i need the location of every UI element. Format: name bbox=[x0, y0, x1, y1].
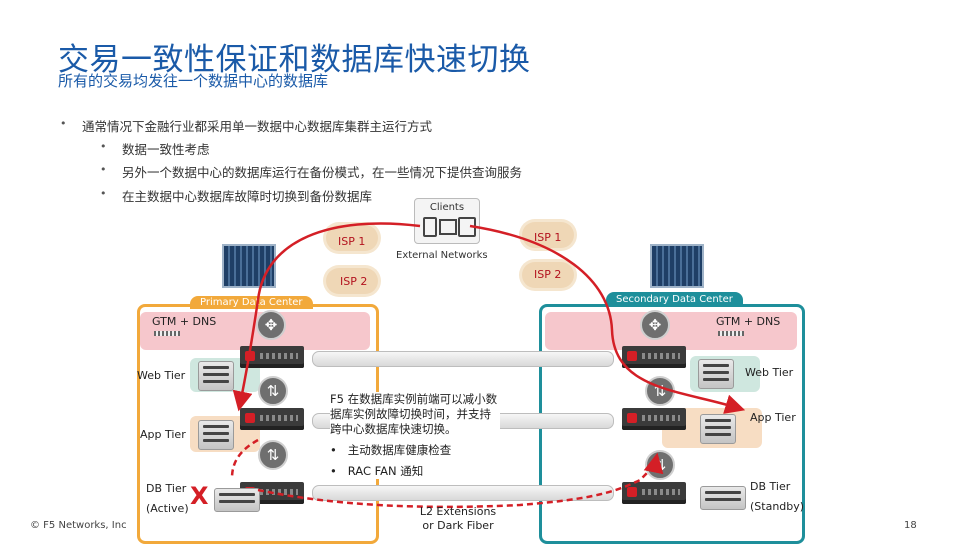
phone-icon bbox=[423, 217, 437, 237]
fail-x-mark: X bbox=[190, 482, 209, 510]
bullet-sub-1: 数据一致性考虑 bbox=[122, 142, 210, 157]
db-failover-path bbox=[257, 452, 664, 509]
web-server-left bbox=[198, 361, 234, 391]
l2-extensions-label: L2 Extensions or Dark Fiber bbox=[419, 505, 497, 532]
primary-db-path bbox=[230, 438, 259, 479]
page-title: 交易一致性保证和数据库快速切换 bbox=[58, 42, 531, 78]
db-tier-right-label: DB Tier bbox=[750, 480, 791, 493]
gtm-device-left bbox=[154, 331, 180, 336]
web-tier-left-label: Web Tier bbox=[137, 369, 186, 382]
external-networks-label: External Networks bbox=[396, 250, 488, 261]
clients-box: Clients bbox=[414, 198, 480, 244]
bullet-dot: • bbox=[100, 187, 107, 200]
f5-adc-device bbox=[622, 482, 686, 504]
callout-box: F5 在数据库实例前端可以减小数据库实例故障切换时间，并支持跨中心数据库快速切换… bbox=[330, 392, 500, 479]
f5-adc-device bbox=[240, 408, 304, 430]
bullet-dot: • bbox=[60, 117, 67, 130]
isp2-right-label: ISP 2 bbox=[534, 268, 562, 281]
f5-adc-device bbox=[622, 408, 686, 430]
app-server-right bbox=[700, 414, 736, 444]
isp1-left-label: ISP 1 bbox=[338, 235, 366, 248]
bullet-sub-2: 另外一个数据中心的数据库运行在备份模式，在一些情况下提供查询服务 bbox=[122, 165, 523, 180]
isp2-left-cloud bbox=[326, 268, 378, 294]
primary-dc-label: Primary Data Center bbox=[190, 296, 313, 309]
db-server-left bbox=[214, 488, 260, 512]
callout-item-1: 主动数据库健康检查 bbox=[347, 443, 452, 457]
f5-adc-device bbox=[622, 346, 686, 368]
db-active-label: (Active) bbox=[146, 502, 189, 515]
secondary-dc-label: Secondary Data Center bbox=[606, 292, 743, 307]
app-server-left bbox=[198, 420, 234, 450]
callout-text: F5 在数据库实例前端可以减小数据库实例故障切换时间，并支持跨中心数据库快速切换… bbox=[330, 392, 498, 436]
isp2-left-label: ISP 2 bbox=[340, 275, 368, 288]
callout-item-2: RAC FAN 通知 bbox=[347, 464, 424, 478]
db-server-right bbox=[700, 486, 746, 510]
isp1-left-cloud bbox=[326, 225, 378, 251]
bullet-dot: • bbox=[100, 140, 107, 153]
client-to-secondary-arrow bbox=[469, 224, 746, 414]
gtm-dns-left-label: GTM + DNS bbox=[152, 315, 217, 328]
callout-item: • 主动数据库健康检查 bbox=[330, 443, 452, 457]
app-tier-right-label: App Tier bbox=[750, 411, 796, 424]
client-to-primary-arrow bbox=[232, 222, 421, 412]
isp2-right-cloud bbox=[522, 262, 574, 288]
callout-item: • RAC FAN 通知 bbox=[330, 464, 424, 478]
isp1-right-label: ISP 1 bbox=[534, 231, 562, 244]
web-tier-right-label: Web Tier bbox=[745, 366, 794, 379]
web-server-right bbox=[698, 359, 734, 389]
clients-label: Clients bbox=[429, 202, 465, 213]
gtm-device-right bbox=[718, 331, 744, 336]
l2-link-web bbox=[312, 351, 614, 367]
switch-icon: ⇅ bbox=[258, 376, 288, 406]
db-tier-left-label: DB Tier bbox=[146, 482, 187, 495]
bullet-sub-3: 在主数据中心数据库故障时切换到备份数据库 bbox=[122, 189, 373, 204]
bullet-dot: • bbox=[100, 163, 107, 176]
bullet-main: 通常情况下金融行业都采用单一数据中心数据库集群主运行方式 bbox=[82, 119, 433, 134]
page-number: 18 bbox=[904, 520, 917, 531]
l2-link-db bbox=[312, 485, 614, 501]
primary-building-icon bbox=[222, 244, 276, 288]
gtm-band-right bbox=[545, 312, 797, 350]
page-subtitle: 所有的交易均发往一个数据中心的数据库 bbox=[58, 72, 329, 90]
copyright-text: © F5 Networks, Inc bbox=[30, 520, 127, 531]
secondary-building-icon bbox=[650, 244, 704, 288]
router-icon: ✥ bbox=[640, 310, 670, 340]
switch-icon: ⇅ bbox=[258, 440, 288, 470]
router-icon: ✥ bbox=[256, 310, 286, 340]
isp1-right-cloud bbox=[522, 222, 574, 248]
app-tier-left-label: App Tier bbox=[140, 428, 186, 441]
gtm-dns-right-label: GTM + DNS bbox=[716, 315, 781, 328]
db-standby-label: (Standby) bbox=[750, 500, 805, 513]
tablet-icon bbox=[439, 219, 457, 235]
